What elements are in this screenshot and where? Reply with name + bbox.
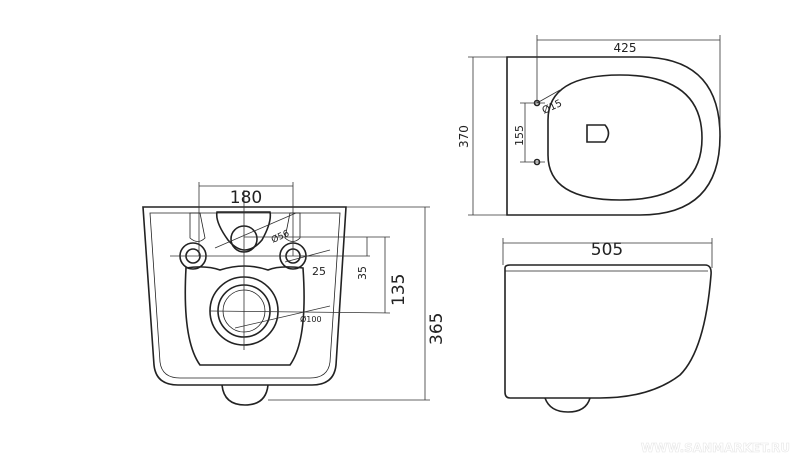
side-outline [504,264,712,399]
front-inner-outline [149,212,341,379]
front-view: 180 Ø56 25 Ø100 35 135 365 [142,182,447,406]
dim-155: 155 [513,125,526,146]
dim-35: 35 [356,266,369,280]
right-flange [284,212,301,242]
leader-line [214,212,297,249]
trap-bump [221,384,269,406]
dim-180: 180 [230,188,262,208]
drain-symbol [586,124,610,143]
dim-505: 505 [591,240,623,260]
dim-370: 370 [457,125,471,148]
inlet-housing [215,211,272,251]
dim-425: 425 [614,41,637,55]
front-outline [142,206,347,386]
outlet-cradle [184,265,305,366]
dim-25: 25 [312,265,326,278]
watermark: WWW.SANMARKET.RU [641,441,790,455]
top-outline [506,56,721,216]
side-trap-bump [544,397,591,413]
leader-line [536,89,561,104]
dim-365: 365 [427,313,447,345]
side-view: 505 [502,238,713,413]
dim-d100: Ø100 [300,314,322,324]
dim-135: 135 [389,274,409,306]
centerline-outlet [209,310,391,314]
leader-line [234,305,331,329]
top-view: 425 370 155 Ø15 [457,35,721,216]
seat-opening [547,74,703,201]
left-flange [189,212,206,242]
